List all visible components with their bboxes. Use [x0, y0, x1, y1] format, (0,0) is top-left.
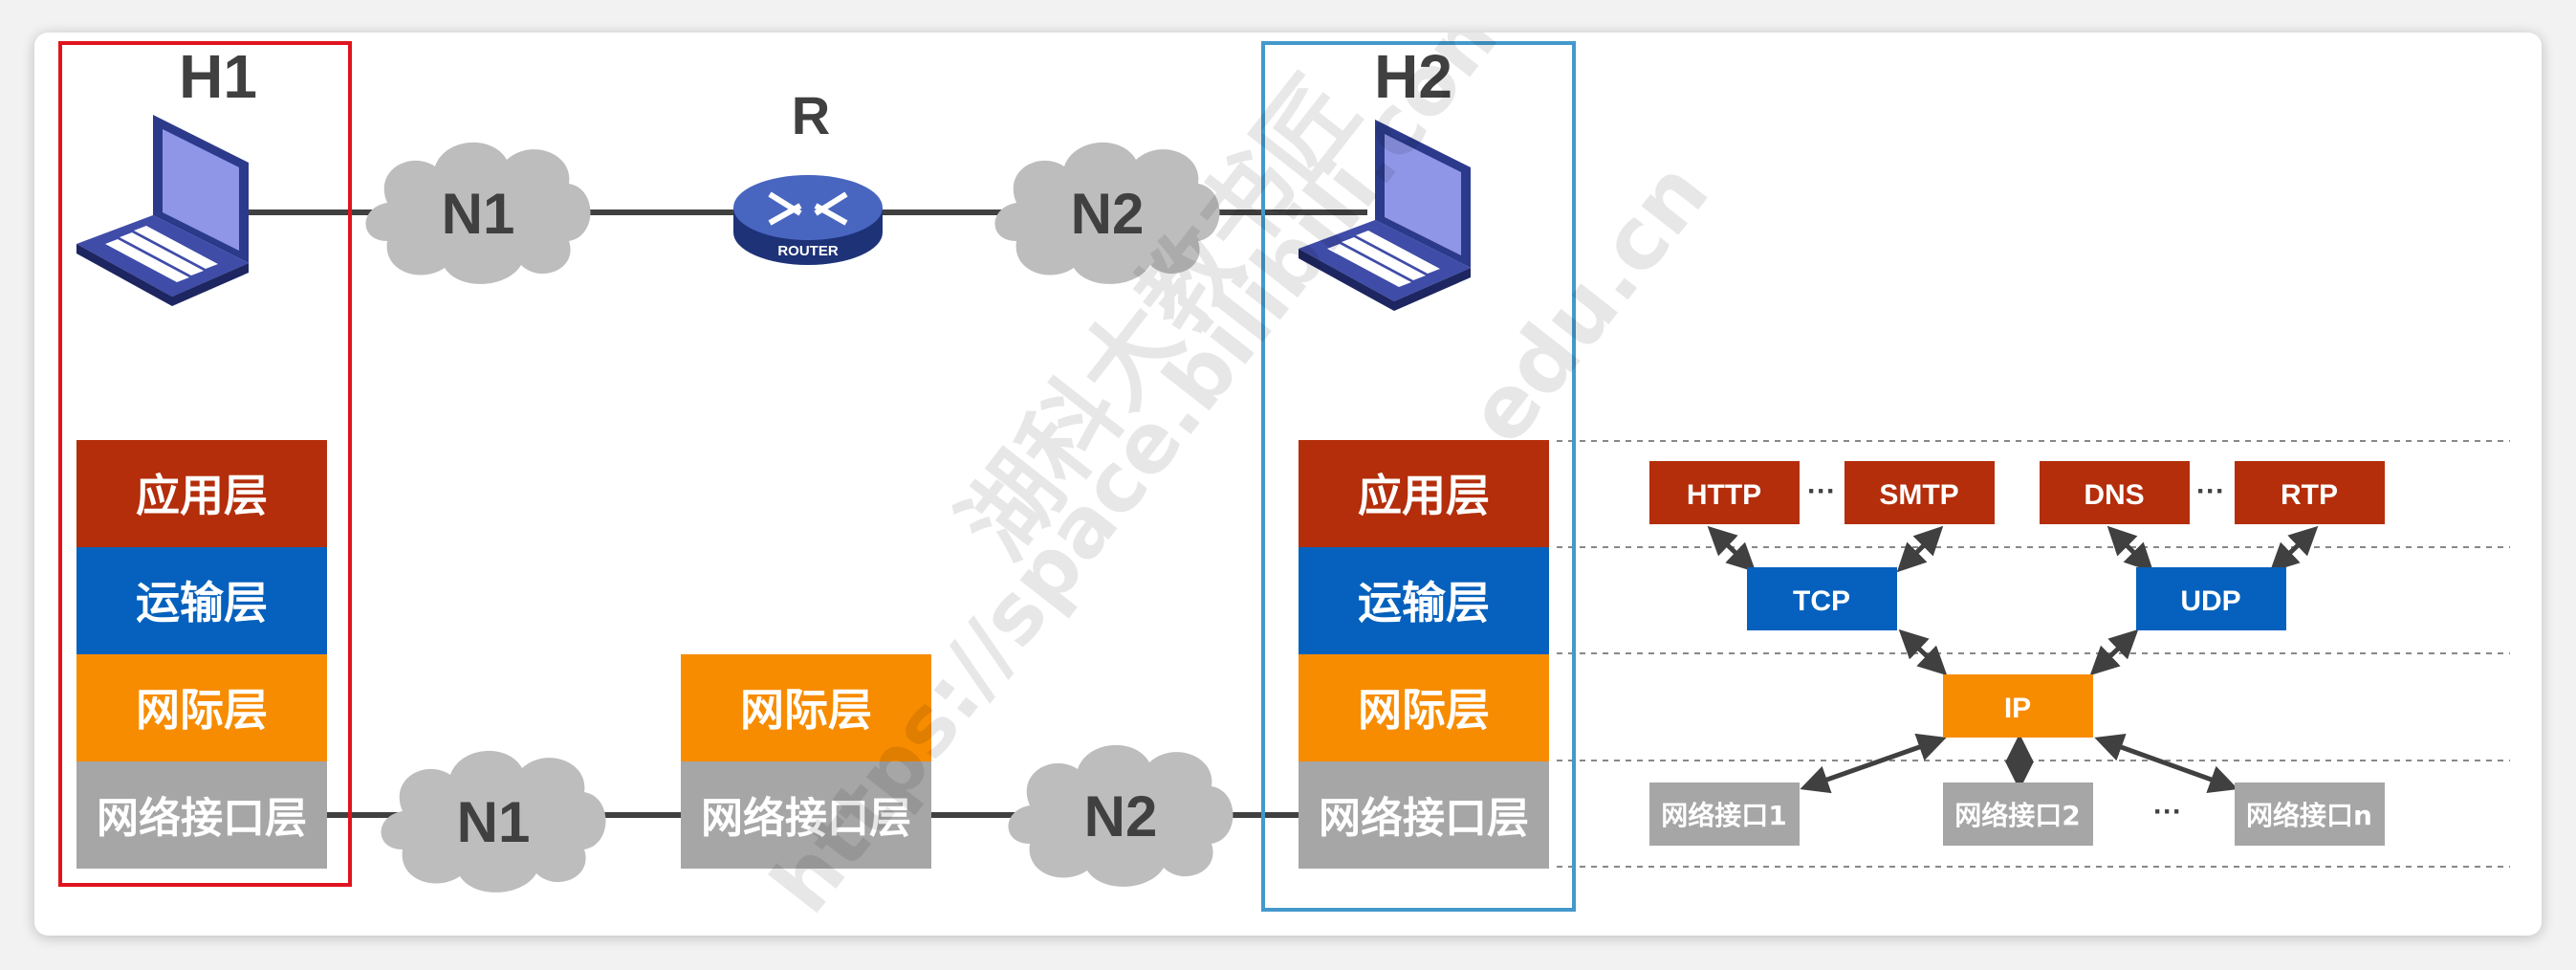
router-label: R: [792, 85, 830, 145]
h1-network-interface-layer: 网络接口层: [97, 794, 307, 843]
h2-network-interface-layer: 网络接口层: [1319, 794, 1529, 843]
h2-protocol-stack: 应用层 运输层 网际层 网络接口层: [1299, 440, 1549, 869]
router-internet-layer: 网际层: [740, 684, 872, 736]
cloud-n1-bottom: N1: [381, 750, 606, 893]
cloud-n1-top: N1: [365, 142, 591, 284]
h2-internet-layer: 网际层: [1358, 684, 1490, 736]
proto-nif-n: 网络接口n: [2246, 800, 2372, 831]
laptop-h2-icon: [1299, 120, 1471, 311]
cloud-n2-bottom-label: N2: [1084, 784, 1158, 849]
h2-transport-layer: 运输层: [1358, 577, 1490, 628]
h1-application-layer: 应用层: [136, 470, 268, 521]
proto-tcp: TCP: [1793, 585, 1850, 617]
router-network-interface-layer: 网络接口层: [701, 794, 911, 843]
host-h1-label: H1: [179, 42, 257, 111]
cloud-n2-top: N2: [994, 142, 1220, 284]
proto-nif-2: 网络接口2: [1954, 800, 2080, 831]
host-h2-label: H2: [1374, 42, 1452, 111]
proto-ellipsis-1: ···: [1807, 475, 1836, 507]
cloud-n1-bottom-label: N1: [457, 790, 531, 854]
router-icon: ROUTER: [733, 175, 883, 265]
proto-ip: IP: [2004, 693, 2031, 724]
proto-ellipsis-2: ···: [2196, 475, 2225, 507]
watermark-line-3: edu.cn: [1449, 143, 1729, 462]
proto-nif-1: 网络接口1: [1661, 800, 1786, 831]
proto-rtp: RTP: [2281, 479, 2338, 511]
proto-http: HTTP: [1687, 479, 1761, 511]
slide-card: N1 N2 N1 N2 ROUTER R: [34, 33, 2542, 936]
h1-protocol-stack: 应用层 运输层 网际层 网络接口层: [76, 440, 327, 869]
layer-guide-lines: [1557, 440, 2510, 868]
laptop-h1-icon: [76, 115, 249, 306]
h1-highlight-frame: [58, 41, 352, 887]
protocol-graph: HTTP ··· SMTP DNS ··· RTP TCP UDP IP 网络接…: [1649, 461, 2385, 846]
cloud-n2-top-label: N2: [1071, 182, 1145, 246]
protocol-arrows: [1707, 525, 2319, 794]
h1-transport-layer: 运输层: [136, 577, 268, 628]
proto-smtp: SMTP: [1879, 479, 1958, 511]
h2-highlight-frame: [1261, 41, 1576, 912]
cloud-n2-bottom: N2: [1008, 744, 1233, 887]
router-badge: ROUTER: [777, 243, 839, 259]
cloud-n1-top-label: N1: [442, 182, 515, 246]
h1-internet-layer: 网际层: [136, 684, 268, 736]
router-protocol-stack: 网际层 网络接口层: [681, 654, 931, 869]
tcpip-diagram: N1 N2 N1 N2 ROUTER R: [58, 33, 2510, 931]
proto-udp: UDP: [2180, 585, 2240, 617]
proto-dns: DNS: [2084, 479, 2144, 511]
h2-application-layer: 应用层: [1358, 470, 1490, 521]
proto-nif-ellipsis: ···: [2153, 796, 2182, 827]
